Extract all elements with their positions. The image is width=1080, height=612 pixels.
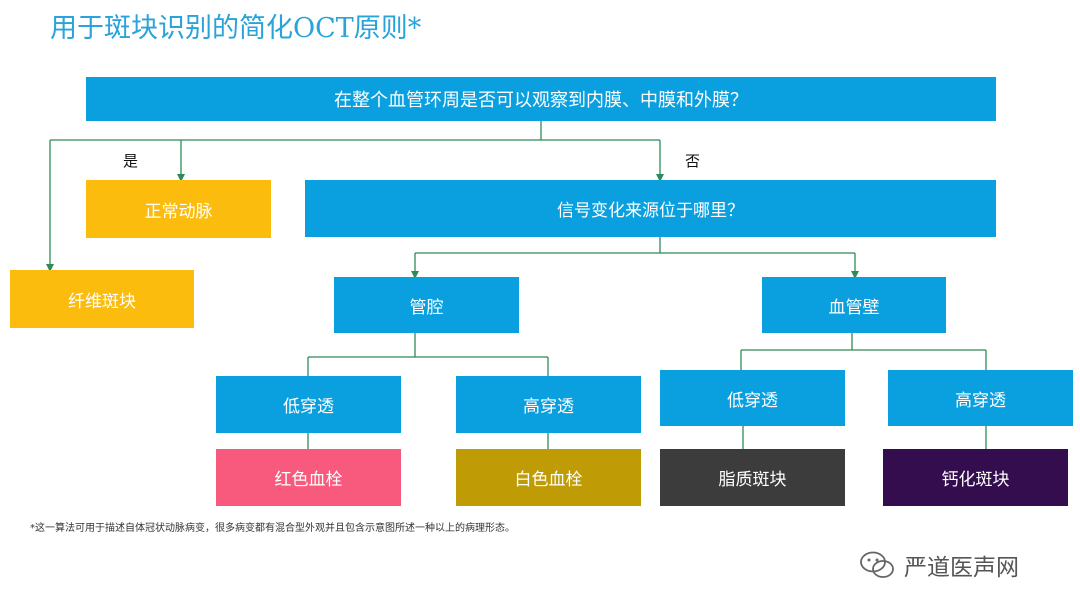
vessel-wall-box: 血管壁 xyxy=(762,277,946,333)
question-layers-visible: 在整个血管环周是否可以观察到内膜、中膜和外膜？ xyxy=(86,77,996,121)
wall-high-penetration-box: 高穿透 xyxy=(888,370,1073,426)
watermark: 严道医声网 xyxy=(858,548,1019,582)
lipid-plaque-box: 脂质斑块 xyxy=(660,449,845,506)
white-thrombus-box: 白色血栓 xyxy=(456,449,641,506)
lumen-high-penetration-box: 高穿透 xyxy=(456,376,641,433)
page-title: 用于斑块识别的简化OCT原则* xyxy=(50,13,422,44)
footnote: *这一算法可用于描述自体冠状动脉病变，很多病变都有混合型外观并且包含示意图所述一… xyxy=(30,523,515,534)
question-signal-source: 信号变化来源位于哪里？ xyxy=(305,180,996,237)
no-label: 否 xyxy=(685,152,701,170)
normal-artery-box: 正常动脉 xyxy=(86,180,271,238)
fibrous-plaque-box: 纤维斑块 xyxy=(10,270,194,328)
red-thrombus-box: 红色血栓 xyxy=(216,449,401,506)
yes-label: 是 xyxy=(123,152,139,170)
lumen-box: 管腔 xyxy=(334,277,519,333)
wechat-icon xyxy=(860,551,894,578)
watermark-text: 严道医声网 xyxy=(904,555,1019,581)
calcified-plaque-box: 钙化斑块 xyxy=(883,449,1068,506)
wall-low-penetration-box: 低穿透 xyxy=(660,370,845,426)
lumen-low-penetration-box: 低穿透 xyxy=(216,376,401,433)
